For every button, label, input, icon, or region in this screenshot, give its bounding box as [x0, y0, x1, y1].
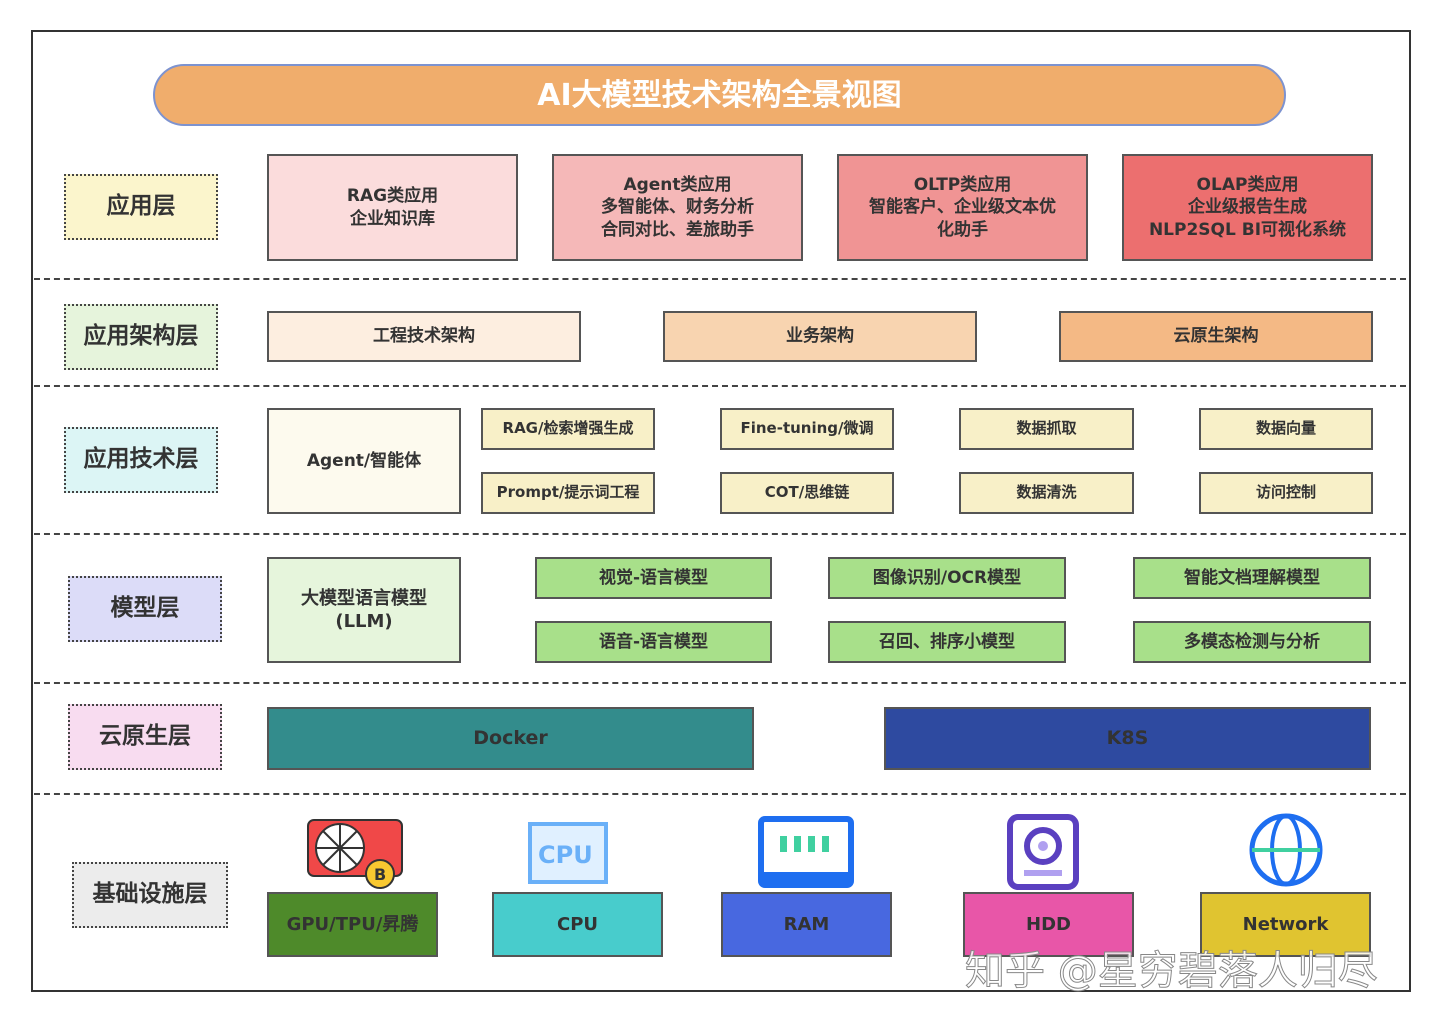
- divider: [34, 385, 1406, 387]
- app-card-line: 企业知识库: [350, 208, 435, 229]
- app-card-line: Agent类应用: [623, 175, 732, 196]
- divider: [34, 793, 1406, 795]
- watermark: 知乎 @星穷碧落人归尽: [965, 948, 1379, 995]
- app-card-line: OLAP类应用: [1196, 175, 1299, 196]
- network-globe-icon: [1249, 813, 1323, 887]
- layer-label-model: 模型层: [68, 576, 222, 642]
- divider: [34, 278, 1406, 280]
- model-llm-line: (LLM): [335, 611, 393, 632]
- cloud-k8s: K8S: [884, 707, 1371, 770]
- cpu-icon: CPU: [528, 822, 608, 884]
- layer-label-app-arch: 应用架构层: [64, 304, 218, 370]
- tech-item: COT/思维链: [720, 472, 894, 514]
- gpu-icon: B: [307, 819, 403, 889]
- infra-gpu: GPU/TPU/昇腾: [267, 892, 438, 957]
- tech-item: 访问控制: [1199, 472, 1373, 514]
- app-card-oltp: OLTP类应用智能客户、企业级文本优化助手: [837, 154, 1088, 261]
- model-item: 语音-语言模型: [535, 621, 772, 663]
- arch-engineering: 工程技术架构: [267, 311, 581, 362]
- model-item: 多模态检测与分析: [1133, 621, 1371, 663]
- arch-business: 业务架构: [663, 311, 977, 362]
- app-card-line: 多智能体、财务分析: [601, 197, 754, 218]
- app-card-line: 智能客户、企业级文本优: [869, 197, 1056, 218]
- tech-item: Prompt/提示词工程: [481, 472, 655, 514]
- layer-label-app-tech: 应用技术层: [64, 427, 218, 493]
- model-llm-line: 大模型语言模型: [301, 587, 427, 609]
- app-card-agent: Agent类应用多智能体、财务分析合同对比、差旅助手: [552, 154, 803, 261]
- infra-cpu: CPU: [492, 892, 663, 957]
- hdd-icon: [1007, 814, 1079, 890]
- tech-item: 数据向量: [1199, 408, 1373, 450]
- infra-hdd: HDD: [963, 892, 1134, 957]
- model-llm: 大模型语言模型(LLM): [267, 557, 461, 663]
- app-card-line: NLP2SQL BI可视化系统: [1148, 219, 1347, 240]
- tech-item: RAG/检索增强生成: [481, 408, 655, 450]
- layer-label-app: 应用层: [64, 174, 218, 240]
- svg-text:B: B: [374, 865, 386, 884]
- tech-item: Fine-tuning/微调: [720, 408, 894, 450]
- cloud-docker: Docker: [267, 707, 754, 770]
- tech-item: 数据抓取: [959, 408, 1134, 450]
- divider: [34, 533, 1406, 535]
- app-card-line: RAG类应用: [346, 186, 439, 207]
- tech-item: 数据清洗: [959, 472, 1134, 514]
- model-item: 召回、排序小模型: [828, 621, 1066, 663]
- model-item: 视觉-语言模型: [535, 557, 772, 599]
- app-card-line: 企业级报告生成: [1188, 197, 1307, 218]
- arch-cloud-native: 云原生架构: [1059, 311, 1373, 362]
- app-card-line: OLTP类应用: [913, 175, 1012, 196]
- app-card-line: 化助手: [937, 219, 988, 240]
- divider: [34, 682, 1406, 684]
- layer-label-infra: 基础设施层: [72, 862, 228, 928]
- diagram-frame: [31, 30, 1411, 992]
- model-item: 图像识别/OCR模型: [828, 557, 1066, 599]
- app-card-line: 合同对比、差旅助手: [601, 219, 754, 240]
- app-card-rag: RAG类应用企业知识库: [267, 154, 518, 261]
- model-item: 智能文档理解模型: [1133, 557, 1371, 599]
- ram-icon: [758, 816, 854, 888]
- infra-ram: RAM: [721, 892, 892, 957]
- tech-agent: Agent/智能体: [267, 408, 461, 514]
- layer-label-cloud: 云原生层: [68, 704, 222, 770]
- diagram-title: AI大模型技术架构全景视图: [153, 64, 1286, 126]
- infra-network: Network: [1200, 892, 1371, 957]
- svg-text:CPU: CPU: [538, 841, 593, 869]
